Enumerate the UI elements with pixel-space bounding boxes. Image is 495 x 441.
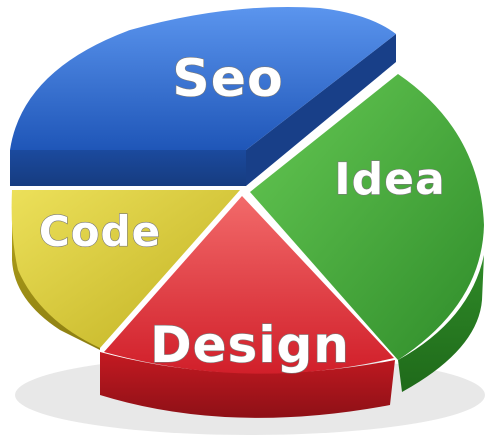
label-design: Design	[150, 316, 350, 374]
label-code: Code	[39, 207, 161, 256]
slice-idea	[250, 74, 484, 392]
slice-code	[11, 190, 240, 350]
label-seo: Seo	[172, 49, 283, 109]
slice-design	[100, 196, 395, 418]
slice-seo	[10, 6, 396, 186]
label-idea: Idea	[334, 154, 445, 205]
